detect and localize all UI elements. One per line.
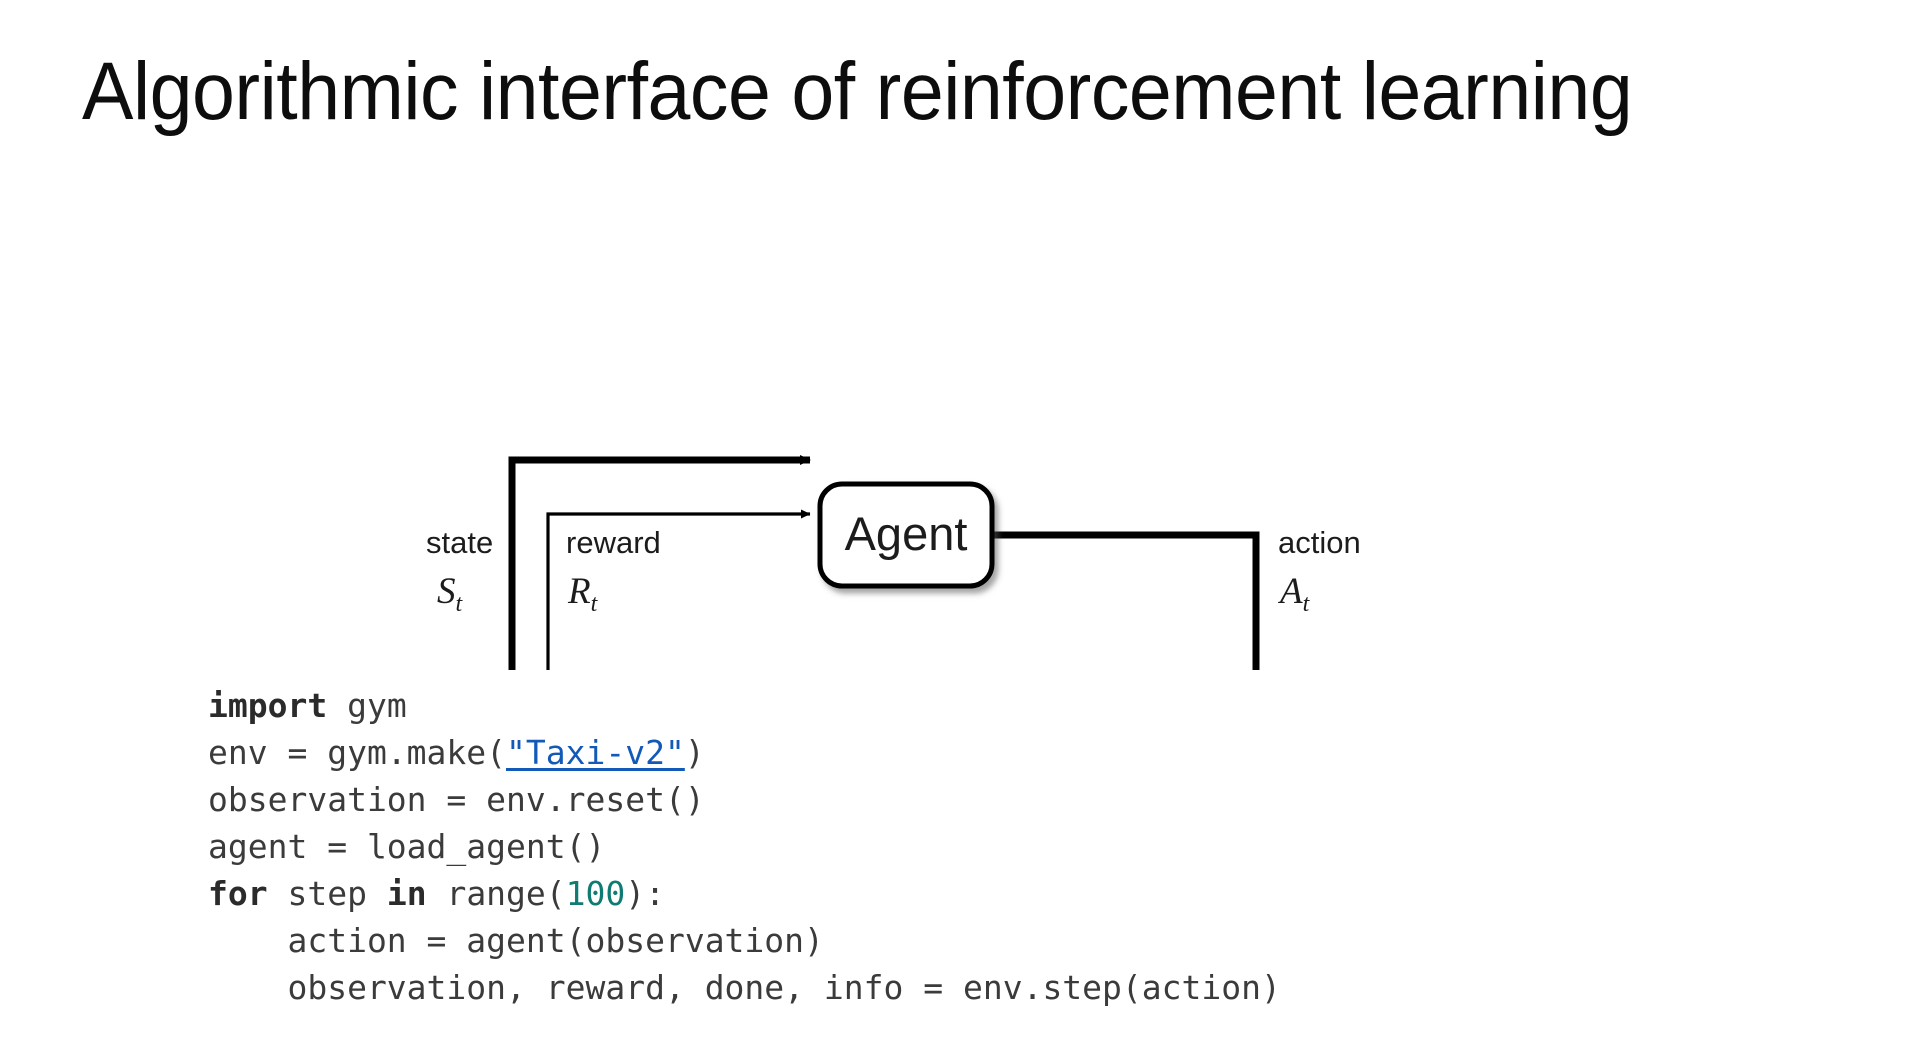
code-hyperlink-taxi-v2[interactable]: "Taxi-v2" bbox=[506, 733, 685, 772]
code-line: for step in range(100): bbox=[208, 870, 1281, 917]
rl-loop-diagram: Agent Environment state St reward Rt act… bbox=[0, 200, 1920, 670]
code-line: agent = load_agent() bbox=[208, 823, 1281, 870]
edge-label-state-symbol: St bbox=[437, 571, 464, 617]
code-keyword: import bbox=[208, 686, 328, 725]
page-title: Algorithmic interface of reinforcement l… bbox=[82, 46, 1633, 137]
code-text: step bbox=[267, 874, 387, 913]
node-agent bbox=[817, 481, 995, 589]
edge-label-state: state bbox=[426, 525, 493, 560]
node-agent-label: Agent bbox=[845, 507, 968, 560]
code-line: observation, reward, done, info = env.st… bbox=[208, 964, 1281, 1011]
edge-label-reward-symbol: Rt bbox=[567, 571, 599, 617]
code-text: agent = load_agent() bbox=[208, 827, 606, 866]
code-line: import gym bbox=[208, 682, 1281, 729]
code-text: observation = env.reset() bbox=[208, 780, 705, 819]
action-edge-path bbox=[992, 531, 1260, 670]
edge-label-action-symbol: At bbox=[1277, 571, 1311, 617]
edge-label-action: action bbox=[1278, 525, 1361, 560]
code-keyword: for bbox=[208, 874, 268, 913]
code-text: gym bbox=[327, 686, 407, 725]
code-text: env = gym.make( bbox=[208, 733, 507, 772]
code-line: action = agent(observation) bbox=[208, 917, 1281, 964]
code-text: ) bbox=[684, 733, 705, 772]
code-text: ): bbox=[625, 874, 666, 913]
state-edge-path bbox=[508, 455, 811, 670]
code-text: range( bbox=[426, 874, 566, 913]
edge-label-reward: reward bbox=[566, 525, 661, 560]
code-line: observation = env.reset() bbox=[208, 776, 1281, 823]
code-number-literal: 100 bbox=[565, 874, 626, 913]
code-line: env = gym.make("Taxi-v2") bbox=[208, 729, 1281, 776]
reward-edge-path bbox=[546, 509, 811, 670]
code-text: action = agent(observation) bbox=[208, 921, 824, 960]
code-text: observation, reward, done, info = env.st… bbox=[208, 968, 1281, 1007]
code-keyword: in bbox=[386, 874, 427, 913]
